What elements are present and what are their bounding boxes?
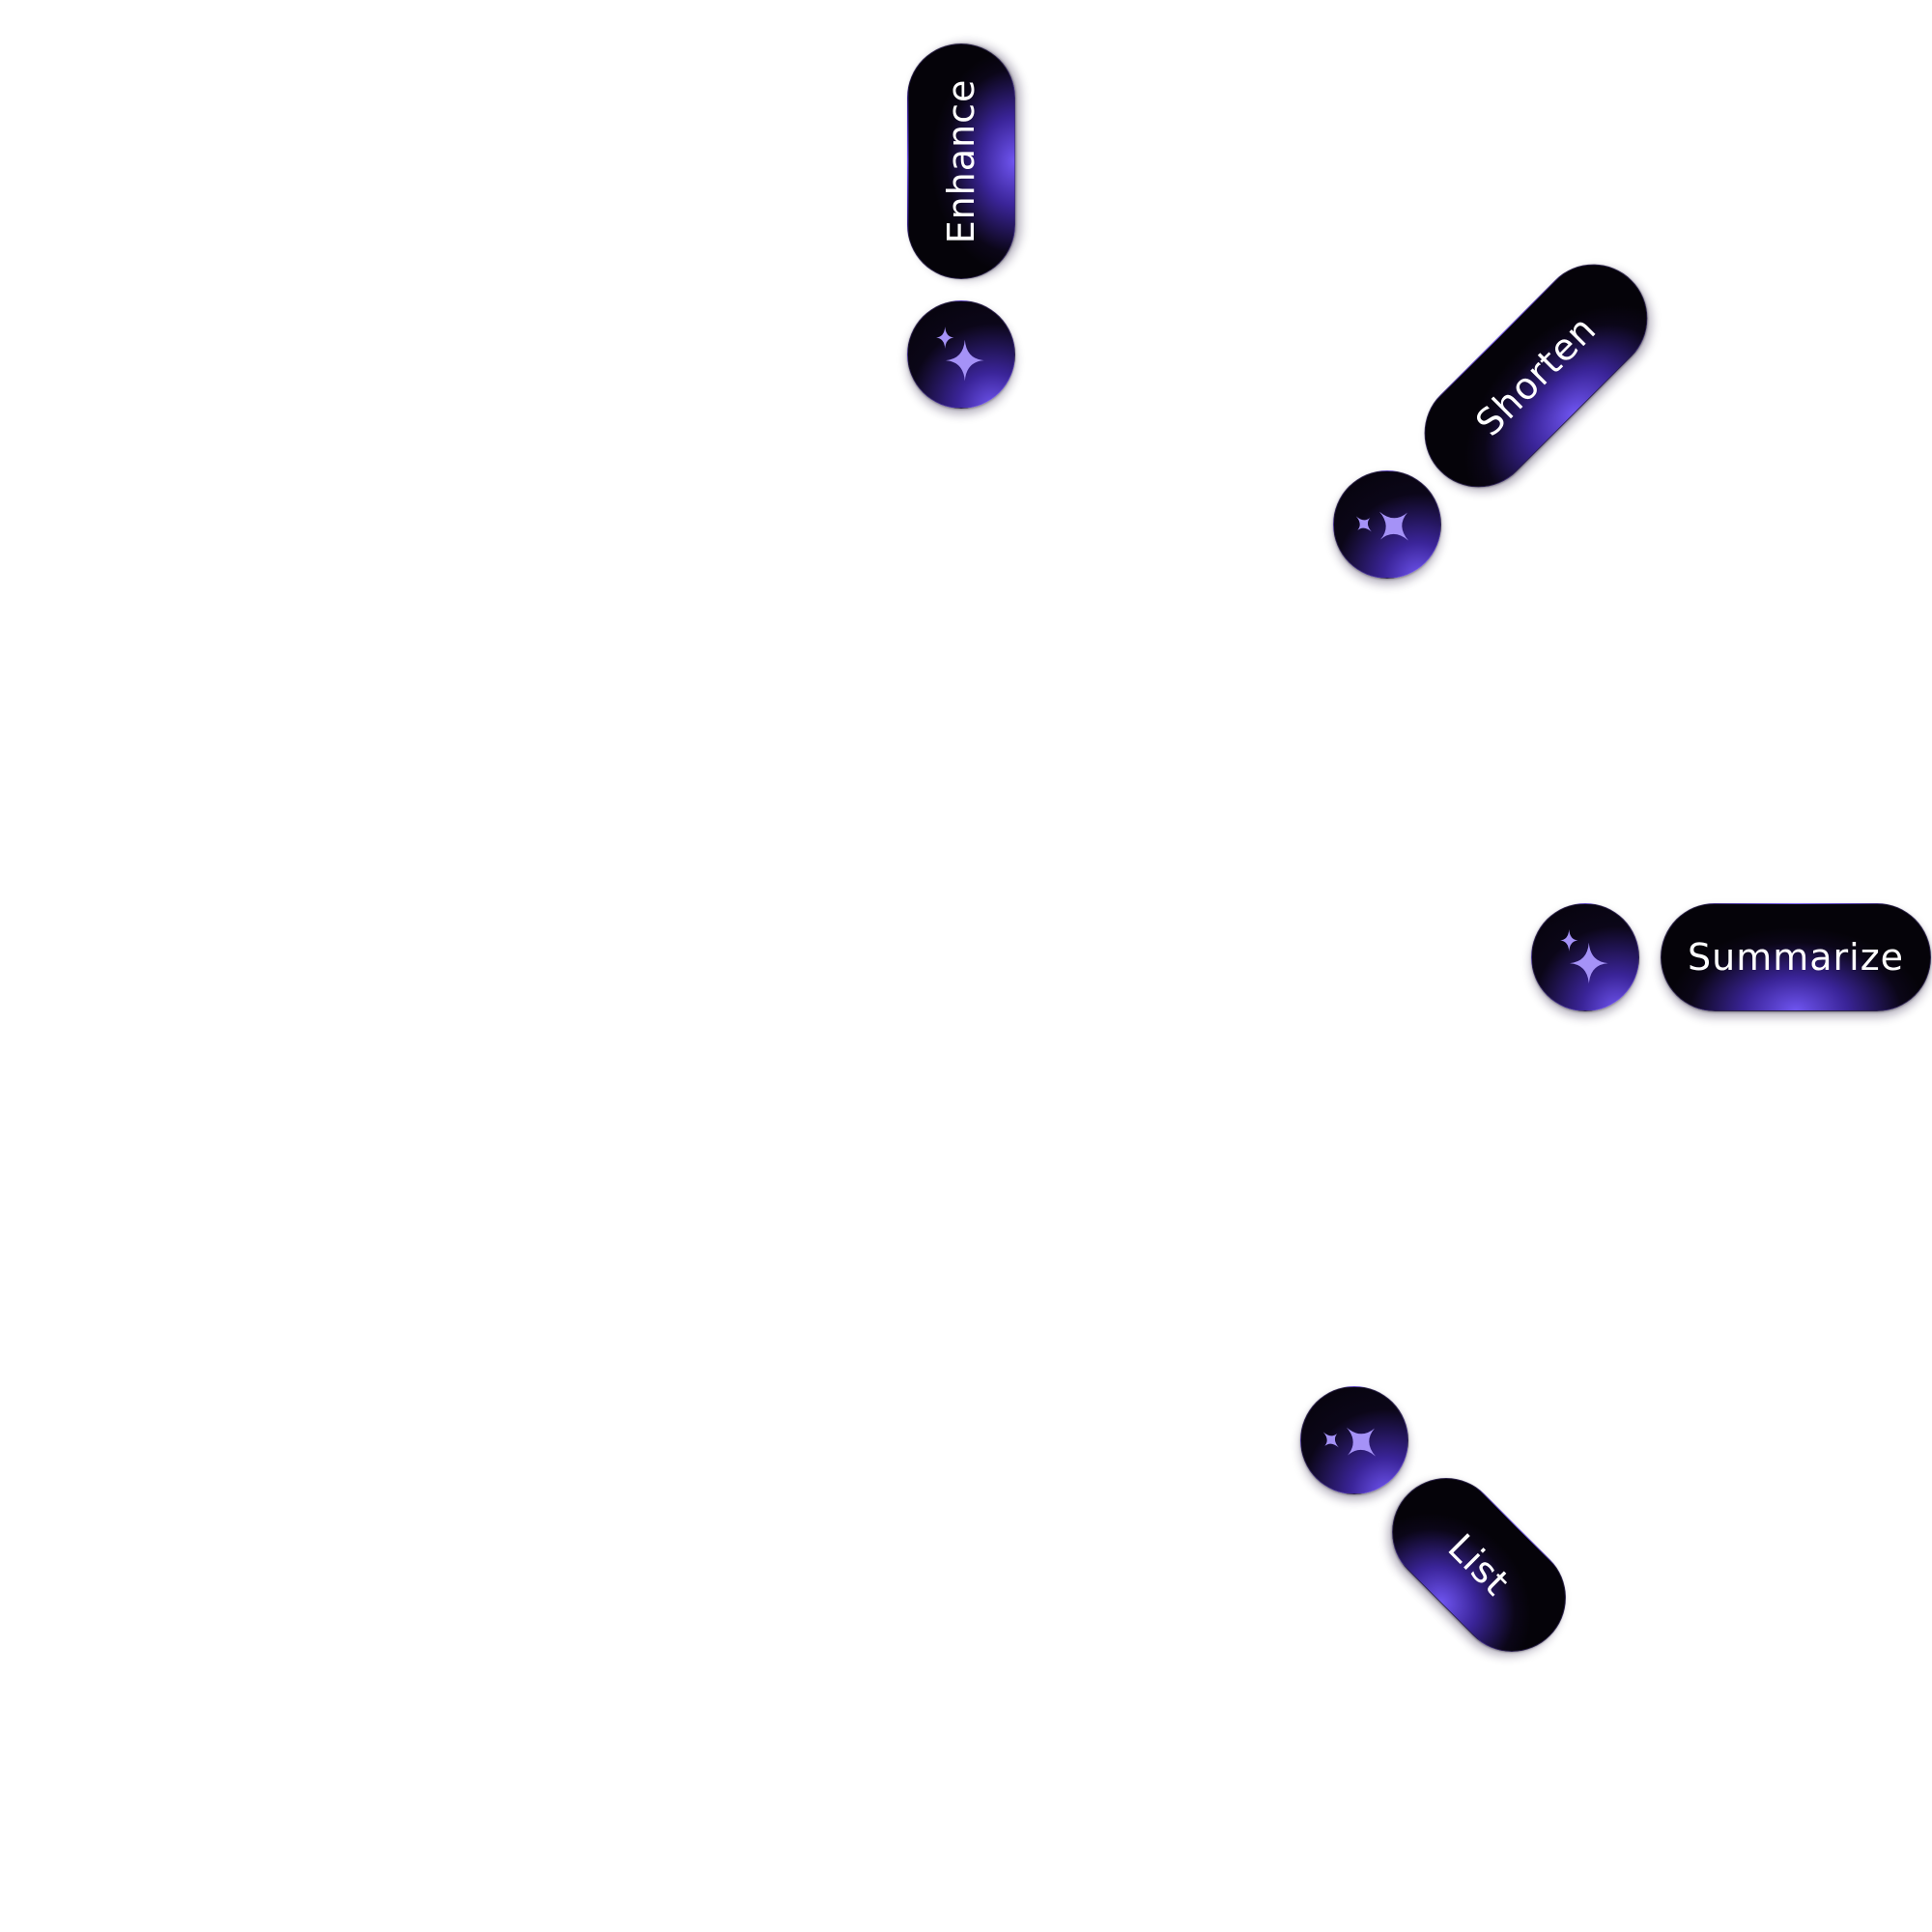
enhance-button[interactable]: Enhance xyxy=(907,43,1015,279)
enhance-icon-button[interactable] xyxy=(907,300,1015,409)
shorten-label: Shorten xyxy=(1467,306,1605,444)
sparkles-icon xyxy=(1322,1427,1377,1457)
sparkles-icon xyxy=(936,327,984,382)
summarize-label: Summarize xyxy=(1687,936,1905,979)
list-label: List xyxy=(1439,1525,1519,1605)
list-button[interactable]: List xyxy=(1369,1455,1588,1674)
list-icon-button[interactable] xyxy=(1300,1386,1408,1494)
sparkles-icon xyxy=(1355,511,1409,541)
summarize-icon-button[interactable] xyxy=(1531,903,1639,1011)
enhance-label: Enhance xyxy=(940,78,982,244)
sparkles-icon xyxy=(1560,929,1608,984)
shorten-button[interactable]: Shorten xyxy=(1402,242,1670,510)
summarize-button[interactable]: Summarize xyxy=(1661,903,1931,1011)
shorten-icon-button[interactable] xyxy=(1333,470,1441,579)
